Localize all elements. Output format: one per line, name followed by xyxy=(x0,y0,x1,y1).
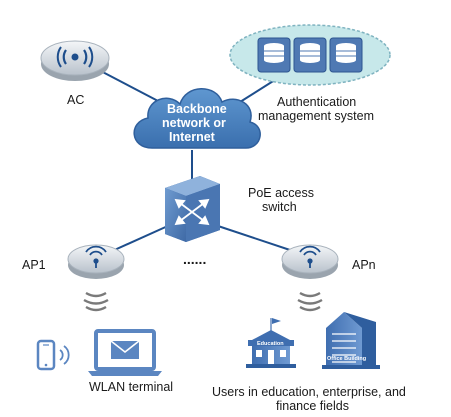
ac-device-icon xyxy=(40,40,110,81)
ac-label: AC xyxy=(67,93,84,107)
link-cloud-auth xyxy=(239,77,279,103)
cloud-label-line2: network or xyxy=(162,116,226,130)
authentication-system xyxy=(229,24,391,86)
wifi-waves-icon xyxy=(83,291,109,312)
poe-label-line2: switch xyxy=(262,200,297,214)
server-icon xyxy=(257,37,291,73)
office-building-icon xyxy=(322,312,380,369)
education-caption: Education xyxy=(257,341,284,347)
phone-icon xyxy=(36,339,70,371)
wlan-terminal-label: WLAN terminal xyxy=(89,380,173,394)
auth-label-line2: management system xyxy=(258,109,374,123)
link-switch-ap1 xyxy=(109,224,171,253)
cloud-icon xyxy=(133,88,261,149)
link-switch-apn xyxy=(214,224,297,253)
access-point-icon xyxy=(281,244,339,279)
laptop-icon xyxy=(88,329,162,376)
poe-switch-icon xyxy=(165,176,220,242)
auth-label-line1: Authentication xyxy=(277,95,356,109)
office-building-caption: Office Building xyxy=(327,356,366,362)
more-aps-ellipsis: ...... xyxy=(183,251,206,267)
poe-label-line1: PoE access xyxy=(248,186,314,200)
server-icon xyxy=(293,37,327,73)
school-building-icon xyxy=(246,318,296,368)
cloud-label-line3: Internet xyxy=(169,130,216,144)
access-point-icon xyxy=(67,244,125,279)
apn-label: APn xyxy=(352,258,376,272)
ap1-label: AP1 xyxy=(22,258,46,272)
link-ac-cloud xyxy=(94,67,161,103)
server-icon xyxy=(329,37,363,73)
wifi-waves-icon xyxy=(297,291,323,312)
users-label-line1: Users in education, enterprise, and xyxy=(212,385,406,399)
connection-lines xyxy=(94,67,297,253)
users-label-line2: finance fields xyxy=(276,399,349,413)
cloud-label-line1: Backbone xyxy=(167,102,227,116)
